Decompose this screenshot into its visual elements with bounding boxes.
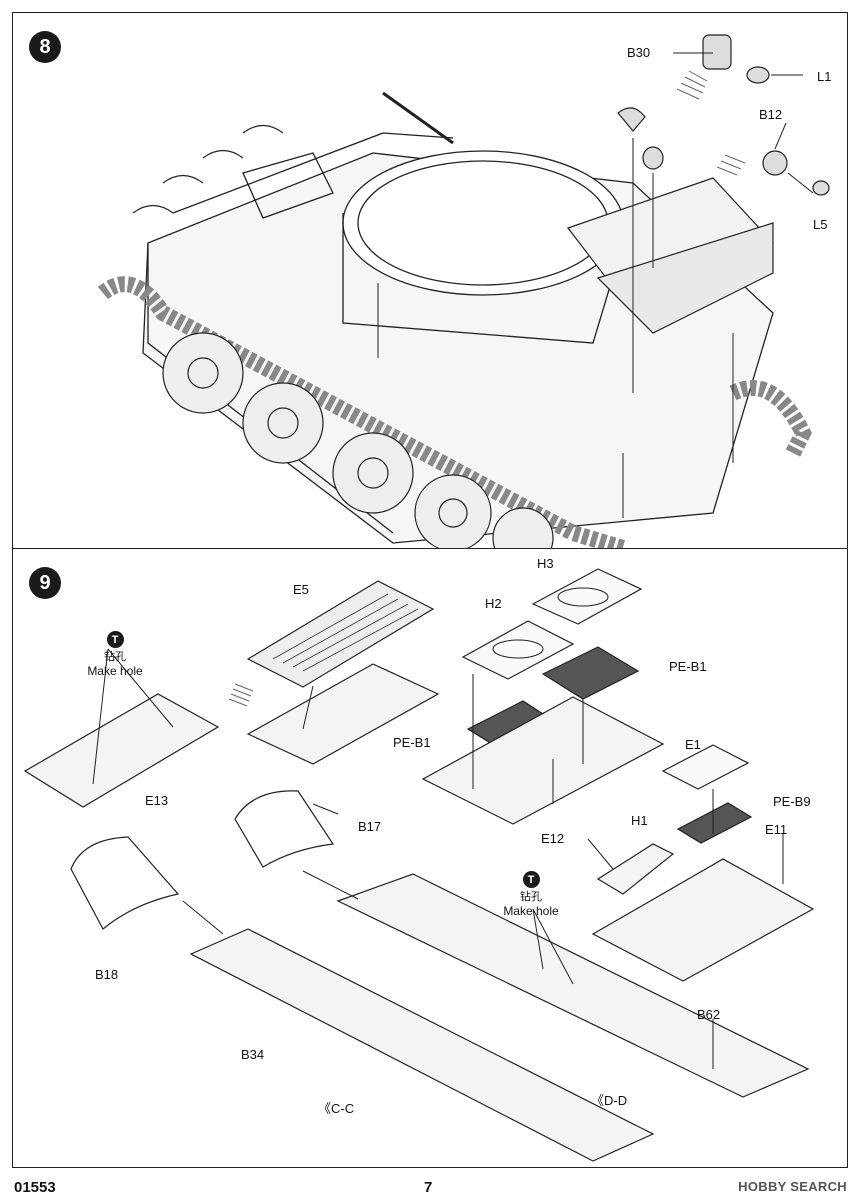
step-9-badge: 9	[29, 567, 61, 599]
model-code: 01553	[14, 1179, 56, 1196]
part-label-b62: B62	[697, 1007, 721, 1022]
drill-note-left: T 钻孔 Make hole	[75, 631, 155, 678]
part-label-l5: L5	[813, 217, 828, 232]
part-label-e1: E1	[685, 737, 701, 752]
part-label-h2: H2	[485, 596, 502, 611]
part-label-h1: H1	[631, 813, 648, 828]
section-mark-d: 《D-D	[591, 1093, 628, 1108]
part-label-h3: H3	[537, 556, 554, 571]
part-label-b34: B34	[241, 1047, 265, 1062]
part-label-b18: B18	[95, 967, 119, 982]
part-label-pe-b9: PE-B9	[773, 794, 811, 809]
step-9-panel: 9	[12, 548, 848, 1168]
part-label-l1: L1	[817, 69, 832, 84]
part-label-pe-b1-bottom: PE-B1	[393, 735, 431, 750]
part-label-e13: E13	[145, 793, 169, 808]
page-number: 7	[424, 1179, 433, 1196]
drill-note-en: Make hole	[87, 664, 143, 678]
part-label-e12: E12	[541, 831, 565, 846]
step-8-panel: 8	[12, 12, 848, 550]
step-8-drawing	[97, 34, 830, 549]
drill-note-zh: 钻孔	[520, 891, 542, 903]
part-label-b12: B12	[759, 107, 783, 122]
part-label-pe-b1-top: PE-B1	[669, 659, 707, 674]
section-mark-c: 《C-C	[318, 1101, 355, 1116]
step-9-drawing	[23, 568, 815, 1162]
part-label-e5: E5	[293, 582, 309, 597]
step-8-badge: 8	[29, 31, 61, 63]
drill-note-right: T 钻孔 Make hole	[491, 871, 571, 918]
part-label-b30: B30	[627, 45, 651, 60]
part-label-e11: E11	[765, 822, 788, 837]
drill-tool-icon: T	[106, 631, 124, 648]
drill-note-en: Make hole	[503, 904, 559, 918]
drill-note-zh: 钻孔	[104, 651, 126, 663]
drill-tool-icon: T	[522, 871, 540, 888]
watermark: HOBBY SEARCH	[738, 1179, 847, 1194]
part-label-b17: B17	[358, 819, 382, 834]
